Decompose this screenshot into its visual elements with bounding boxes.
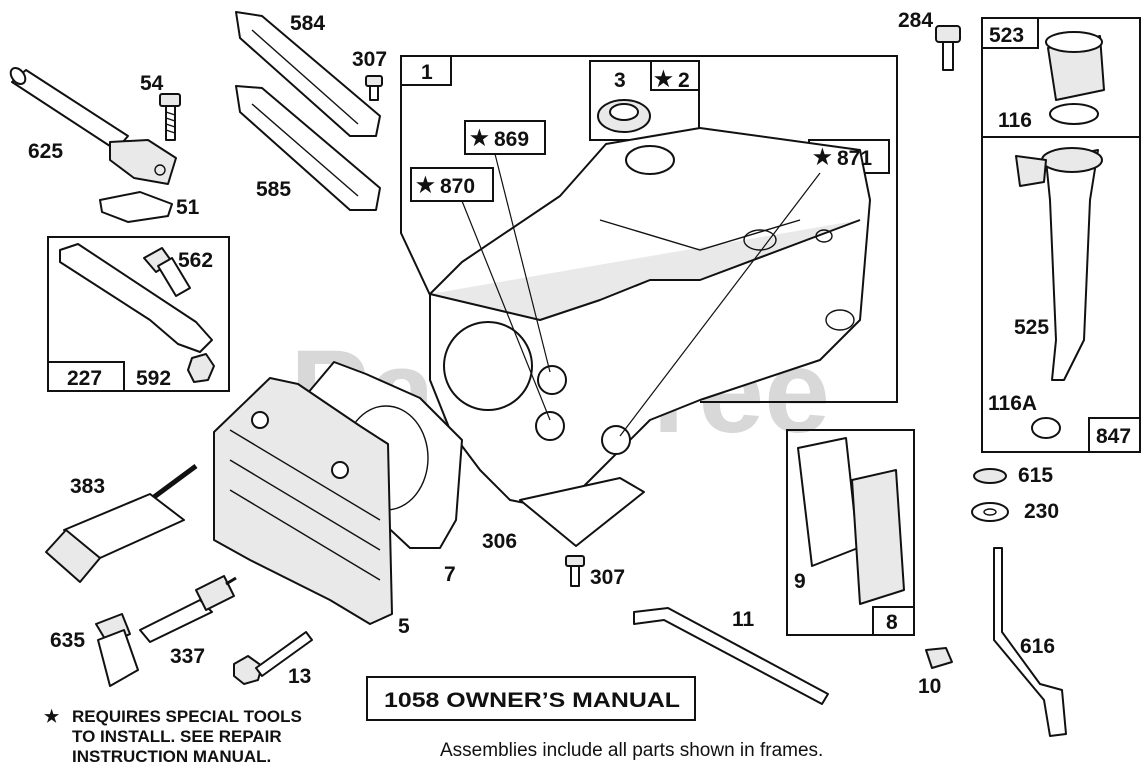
part-306-gasket	[519, 477, 645, 547]
part-584-gasket	[235, 11, 381, 137]
label-116: 116	[998, 109, 1032, 132]
assemblies-footer-note: Assemblies include all parts shown in fr…	[440, 740, 823, 761]
label-307-top: 307	[352, 48, 387, 71]
frame-1	[400, 55, 898, 403]
label-10: 10	[918, 675, 941, 698]
label-562: 562	[178, 249, 213, 272]
label-615: 615	[1018, 464, 1053, 487]
part-116-o-ring	[1049, 103, 1099, 125]
manual-box-frame	[366, 676, 696, 721]
part-13-bolt	[233, 631, 313, 685]
part-307-bolt-top	[365, 75, 383, 101]
label-3: 3	[614, 69, 626, 92]
part-615-washer	[973, 468, 1007, 484]
part-625-drawing	[9, 67, 177, 185]
frame-8	[786, 429, 915, 636]
label-616: 616	[1020, 635, 1055, 658]
label-383: 383	[70, 475, 105, 498]
label-525: 525	[1014, 316, 1049, 339]
part-227-bracket	[59, 243, 213, 353]
label-870: 870	[440, 175, 475, 198]
label-847: 847	[1096, 425, 1131, 448]
part-592-nut	[187, 353, 215, 383]
part-523-cap	[1045, 31, 1105, 101]
part-337-spark-plug	[139, 575, 237, 643]
label-871: 871	[837, 147, 872, 170]
star-871: ★	[813, 146, 832, 169]
label-306: 306	[482, 530, 517, 553]
label-1: 1	[421, 61, 433, 84]
part-616-rod	[993, 547, 1067, 737]
label-2: 2	[678, 69, 690, 92]
label-523: 523	[989, 24, 1024, 47]
part-5-cylinder-head	[213, 377, 393, 625]
part-10-fitting	[925, 647, 953, 669]
label-307-bottom: 307	[590, 566, 625, 589]
label-592: 592	[136, 367, 171, 390]
part-525-tube	[1015, 147, 1103, 381]
part-11-breather-tube	[633, 607, 829, 705]
part-307-bolt-bottom	[565, 555, 585, 587]
label-51: 51	[176, 196, 200, 219]
frame-847	[981, 17, 1141, 453]
frame-523	[981, 17, 1039, 49]
part-562-bolt	[143, 247, 191, 297]
part-9-gasket	[797, 437, 859, 567]
label-13: 13	[288, 665, 311, 688]
part-8-cover	[851, 469, 905, 605]
part-284-bolt	[935, 25, 961, 71]
owners-manual-label: 1058 OWNER’S MANUAL	[384, 689, 680, 712]
label-585: 585	[256, 178, 291, 201]
label-584: 584	[290, 12, 325, 35]
part-635-plug-boot	[95, 613, 139, 687]
label-337: 337	[170, 645, 205, 668]
part-116a-o-ring	[1031, 417, 1061, 439]
label-284: 284	[898, 9, 933, 32]
label-7: 7	[444, 563, 456, 586]
star-note-line-3: INSTRUCTION MANUAL.	[72, 747, 271, 766]
star-870: ★	[416, 174, 435, 197]
label-54: 54	[140, 72, 164, 95]
label-11: 11	[732, 608, 755, 631]
star-2: ★	[654, 68, 673, 91]
label-5: 5	[398, 615, 410, 638]
star-note-line-2: TO INSTALL. SEE REPAIR	[72, 727, 282, 746]
label-9: 9	[794, 570, 806, 593]
part-3-oil-seal	[597, 99, 651, 133]
part-54-screw	[159, 93, 181, 141]
part-51-gasket	[99, 191, 173, 223]
label-8: 8	[886, 611, 898, 634]
callout-box-870	[410, 167, 494, 202]
star-note-icon: ★	[44, 707, 60, 726]
leader-lines	[461, 153, 821, 437]
label-230: 230	[1024, 500, 1059, 523]
part-230-washer	[971, 502, 1009, 522]
part-585-gasket	[235, 85, 381, 211]
label-227: 227	[67, 367, 102, 390]
callout-box-869	[464, 120, 546, 155]
label-625: 625	[28, 140, 63, 163]
star-note-line-1: REQUIRES SPECIAL TOOLS	[72, 707, 302, 726]
part-383-tool	[45, 463, 198, 583]
label-116a: 116A	[988, 392, 1037, 415]
label-635: 635	[50, 629, 85, 652]
part-1-cylinder-block	[429, 127, 871, 511]
label-869: 869	[494, 128, 529, 151]
star-869: ★	[470, 127, 489, 150]
frame-227	[47, 236, 230, 392]
